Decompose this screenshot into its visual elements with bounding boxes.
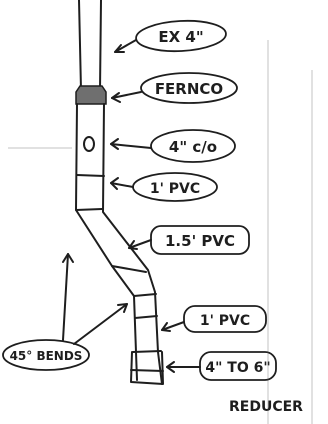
- label-bends: 45° BENDS: [2, 339, 90, 371]
- label-pvc-mid-text: 1.5' PVC: [165, 232, 235, 250]
- label-cleanout: 4" c/o: [150, 129, 236, 163]
- label-pvc-low-text: 1' PVC: [200, 313, 250, 329]
- label-fernco: FERNCO: [140, 72, 238, 104]
- label-reducer-line1: 4" TO 6": [205, 360, 270, 376]
- cleanout-marker: [83, 136, 95, 152]
- label-fernco-text: FERNCO: [155, 80, 223, 98]
- pipe-run: [75, 103, 164, 385]
- existing-pipe: [78, 0, 102, 91]
- arrow-pvc-top: [110, 177, 134, 190]
- arrow-bends-2: [73, 303, 128, 345]
- label-pvc-low: 1' PVC: [183, 305, 267, 333]
- arrow-cleanout: [110, 138, 152, 150]
- pencil-guides: [8, 40, 313, 424]
- arrow-fernco: [111, 91, 142, 103]
- leader-arrows: [62, 39, 201, 373]
- label-pvc-top: 1' PVC: [132, 172, 218, 202]
- arrow-existing: [114, 39, 137, 53]
- label-bends-text: 45° BENDS: [10, 349, 83, 363]
- fernco-coupling: [75, 85, 107, 105]
- label-cleanout-text: 4" c/o: [169, 138, 217, 156]
- label-pvc-mid: 1.5' PVC: [150, 225, 250, 255]
- arrow-reducer: [166, 361, 201, 373]
- arrow-pvc-mid: [128, 239, 152, 250]
- arrow-bends-1: [62, 253, 74, 341]
- label-existing-text: EX 4": [158, 28, 203, 46]
- label-reducer: 4" TO 6" REDUCER: [199, 351, 303, 415]
- label-existing: EX 4": [135, 19, 227, 53]
- label-pvc-top-text: 1' PVC: [150, 181, 200, 197]
- label-reducer-line2: REDUCER: [229, 399, 303, 415]
- arrow-pvc-low: [161, 321, 185, 332]
